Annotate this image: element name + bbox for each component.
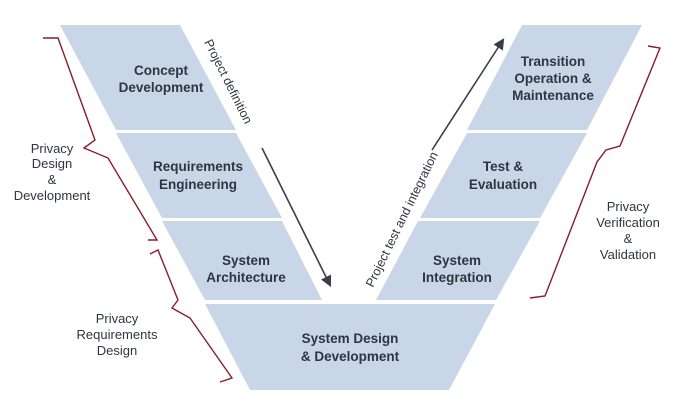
privacy-design-line4: Development	[14, 188, 91, 203]
block-transition-line1: Transition	[521, 54, 586, 69]
block-design-line1: System Design	[302, 331, 399, 346]
block-shape	[116, 133, 282, 218]
block-integration-line1: System	[433, 253, 481, 268]
label-privacy-verification-validation: Privacy Verification & Validation	[596, 199, 660, 262]
privacy-verification-line2: Verification	[596, 215, 660, 230]
block-system-design-development: System Design & Development	[205, 304, 495, 390]
block-transition-operation-maintenance: Transition Operation & Maintenance	[467, 25, 642, 130]
privacy-verification-line3: &	[624, 231, 633, 246]
block-requirements-line1: Requirements	[153, 159, 243, 174]
privacy-verification-line4: Validation	[600, 247, 656, 262]
arrow-definition-line	[261, 147, 332, 288]
block-concept-line1: Concept	[134, 63, 189, 78]
label-privacy-requirements-design: Privacy Requirements Design	[77, 311, 158, 358]
block-system-architecture: System Architecture	[162, 221, 322, 300]
block-test-line2: Evaluation	[469, 177, 537, 192]
block-requirements-line2: Engineering	[159, 177, 237, 192]
arrow-test-integration-line	[431, 38, 505, 151]
bracket-privacy-requirements	[149, 249, 234, 383]
block-test-evaluation: Test & Evaluation	[420, 133, 587, 218]
block-transition-line3: Maintenance	[512, 88, 594, 103]
block-shape	[467, 25, 642, 130]
block-design-line2: & Development	[301, 349, 400, 364]
privacy-requirements-line3: Design	[97, 343, 137, 358]
block-integration-line2: Integration	[422, 270, 492, 285]
block-test-line1: Test &	[483, 159, 524, 174]
privacy-verification-line1: Privacy	[607, 199, 650, 214]
block-concept-line2: Development	[119, 80, 204, 95]
block-architecture-line1: System	[222, 253, 270, 268]
bracket-privacy-verification	[529, 45, 661, 299]
privacy-design-line3: &	[48, 172, 57, 187]
block-shape	[162, 221, 322, 300]
block-transition-line2: Operation &	[514, 71, 592, 86]
privacy-design-line2: Design	[32, 156, 72, 171]
privacy-requirements-line2: Requirements	[77, 327, 158, 342]
block-requirements-engineering: Requirements Engineering	[116, 133, 282, 218]
block-shape	[205, 304, 495, 390]
bracket-privacy-design	[43, 37, 159, 241]
privacy-requirements-line1: Privacy	[96, 311, 139, 326]
privacy-design-line1: Privacy	[31, 141, 74, 156]
block-concept-development: Concept Development	[60, 25, 236, 130]
block-system-integration: System Integration	[376, 221, 540, 300]
block-shape	[420, 133, 587, 218]
block-shape	[60, 25, 236, 130]
block-architecture-line2: Architecture	[206, 270, 286, 285]
label-privacy-design-development: Privacy Design & Development	[14, 141, 91, 203]
block-shape	[376, 221, 540, 300]
